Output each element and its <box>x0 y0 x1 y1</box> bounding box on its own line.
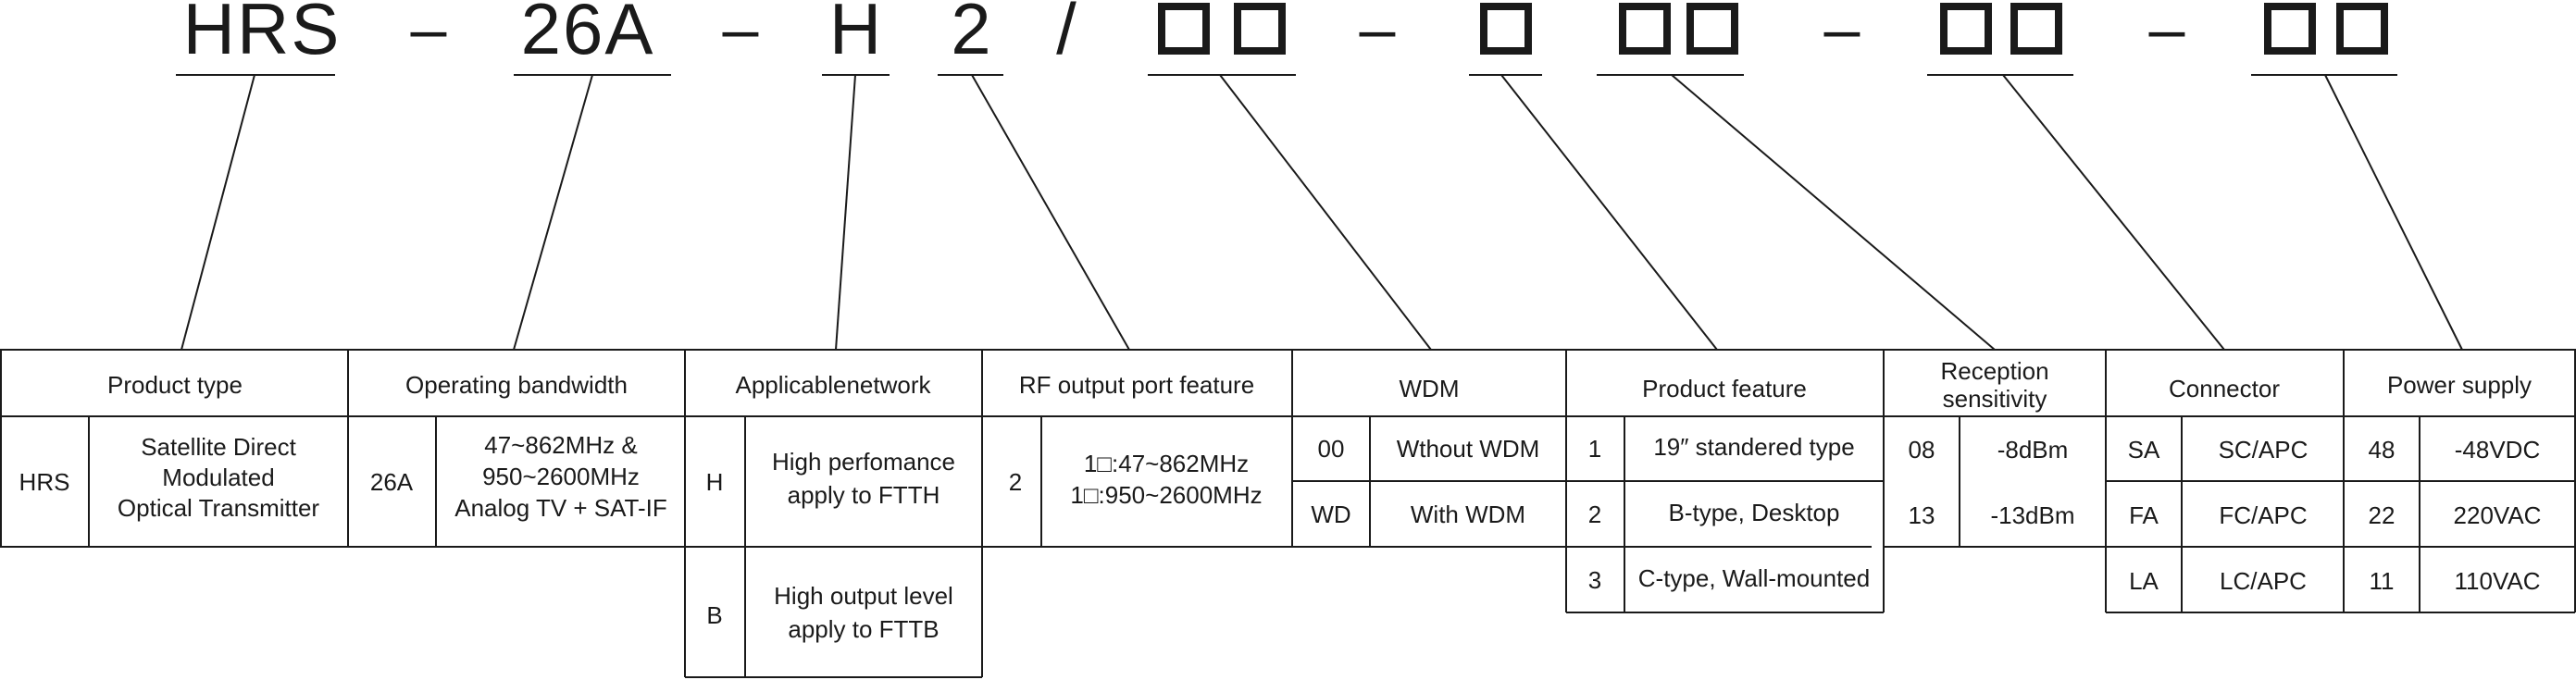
connector-code-fa: FA <box>2129 501 2159 529</box>
leader-connector <box>2002 74 2225 351</box>
network-desc-h-line1: High perfomance <box>772 448 955 476</box>
model-code: HRS – 26A – H 2 / – – <box>176 0 2397 76</box>
header-wdm: WDM <box>1400 375 1460 402</box>
bandwidth-desc-line3: Analog TV + SAT-IF <box>454 494 667 522</box>
leader-power <box>2324 74 2463 351</box>
power-desc-22: 220VAC <box>2454 501 2542 529</box>
code-dash-5: – <box>2149 0 2185 65</box>
feature-code-3: 3 <box>1588 566 1601 594</box>
product-type-desc-line3: Optical Transmitter <box>118 494 320 522</box>
code-sensitivity-placeholder <box>1597 3 1744 76</box>
code-bandwidth: 26A <box>521 0 655 69</box>
network-desc-h-line2: apply to FTTH <box>788 481 940 509</box>
wdm-desc-00: Wthout WDM <box>1397 435 1540 463</box>
header-power: Power supply <box>2387 371 2532 399</box>
sensitivity-desc-08: -8dBm <box>1997 436 2069 464</box>
code-dash-3: – <box>1360 0 1396 65</box>
connector-desc-la: LC/APC <box>2220 567 2307 595</box>
code-slash: / <box>1056 0 1078 69</box>
leader-network <box>835 74 856 351</box>
code-network: H <box>829 0 883 69</box>
bandwidth-desc-line2: 950~2600MHz <box>482 463 640 490</box>
sensitivity-code-13: 13 <box>1909 501 1935 529</box>
connector-desc-sa: SC/APC <box>2219 436 2308 464</box>
feature-desc-3: C-type, Wall-mounted <box>1638 564 1870 592</box>
header-rf-port: RF output port feature <box>1019 371 1254 399</box>
product-type-desc-line2: Modulated <box>162 464 274 491</box>
rf-port-desc-line1: 1□:47~862MHz <box>1084 450 1249 477</box>
header-connector: Connector <box>2169 375 2280 402</box>
column-rf-port: 2 1□:47~862MHz 1□:950~2600MHz <box>1009 450 1263 509</box>
leader-rf <box>971 74 1130 351</box>
code-rf: 2 <box>951 0 992 69</box>
product-type-desc-line1: Satellite Direct <box>141 433 296 461</box>
network-desc-b-line2: apply to FTTB <box>788 615 939 643</box>
bandwidth-code: 26A <box>370 468 414 496</box>
header-sensitivity-line1: Reception <box>1940 357 2048 385</box>
code-dash-4: – <box>1824 0 1860 65</box>
leader-product-type <box>180 74 255 351</box>
leader-bandwidth <box>513 74 593 351</box>
code-feature-placeholder <box>1469 3 1542 76</box>
header-sensitivity-line2: sensitivity <box>1943 385 2047 413</box>
connector-code-sa: SA <box>2128 436 2160 464</box>
connector-code-la: LA <box>2129 567 2159 595</box>
wdm-code-wd: WD <box>1311 501 1350 528</box>
header-product-feature: Product feature <box>1642 375 1807 402</box>
column-sensitivity: 08 -8dBm 13 -13dBm <box>1909 436 2075 529</box>
power-code-22: 22 <box>2369 501 2396 529</box>
column-network: H High perfomance apply to FTTH B High o… <box>706 448 955 643</box>
code-dash-2: – <box>723 0 759 65</box>
leader-lines <box>180 74 2463 351</box>
wdm-desc-wd: With WDM <box>1411 501 1525 528</box>
code-power-placeholder <box>2251 3 2397 76</box>
bandwidth-desc-line1: 47~862MHz & <box>484 431 637 459</box>
feature-code-1: 1 <box>1588 435 1601 463</box>
column-wdm: 00 Wthout WDM WD With WDM <box>1311 435 1539 528</box>
network-code-b: B <box>706 601 722 629</box>
header-product-type: Product type <box>107 371 243 399</box>
feature-desc-2: B-type, Desktop <box>1669 499 1840 526</box>
column-connector: SA SC/APC FA FC/APC LA LC/APC <box>2128 436 2308 595</box>
wdm-code-00: 00 <box>1318 435 1345 463</box>
rf-port-code: 2 <box>1009 468 1022 496</box>
sensitivity-desc-13: -13dBm <box>1990 501 2074 529</box>
sensitivity-code-08: 08 <box>1909 436 1935 464</box>
network-code-h: H <box>706 468 724 496</box>
power-desc-11: 110VAC <box>2455 567 2541 595</box>
table-grid <box>0 349 2576 678</box>
feature-code-2: 2 <box>1588 501 1601 528</box>
rf-port-desc-line2: 1□:950~2600MHz <box>1070 481 1262 509</box>
header-network: Applicablenetwork <box>735 371 931 399</box>
power-code-11: 11 <box>2370 567 2395 595</box>
code-connector-placeholder <box>1927 3 2073 76</box>
connector-desc-fa: FC/APC <box>2219 501 2307 529</box>
column-bandwidth: 26A 47~862MHz & 950~2600MHz Analog TV + … <box>370 431 667 522</box>
code-dash-1: – <box>411 0 447 65</box>
leader-sensitivity <box>1671 74 1996 351</box>
feature-desc-1: 19″ standered type <box>1653 433 1854 461</box>
leader-wdm <box>1219 74 1432 351</box>
column-product-type: HRS Satellite Direct Modulated Optical T… <box>19 433 320 522</box>
power-code-48: 48 <box>2369 436 2396 464</box>
product-type-code: HRS <box>19 468 70 496</box>
column-product-feature: 1 19″ standered type 2 B-type, Desktop 3… <box>1588 433 1870 594</box>
leader-feature <box>1500 74 1718 351</box>
table-headers: Product type Operating bandwidth Applica… <box>107 357 2532 413</box>
code-prefix: HRS <box>183 0 342 69</box>
header-bandwidth: Operating bandwidth <box>405 371 628 399</box>
code-wdm-placeholder <box>1148 3 1296 76</box>
power-desc-48: -48VDC <box>2455 436 2540 464</box>
network-desc-b-line1: High output level <box>774 582 953 610</box>
column-power: 48 -48VDC 22 220VAC 11 110VAC <box>2369 436 2542 595</box>
